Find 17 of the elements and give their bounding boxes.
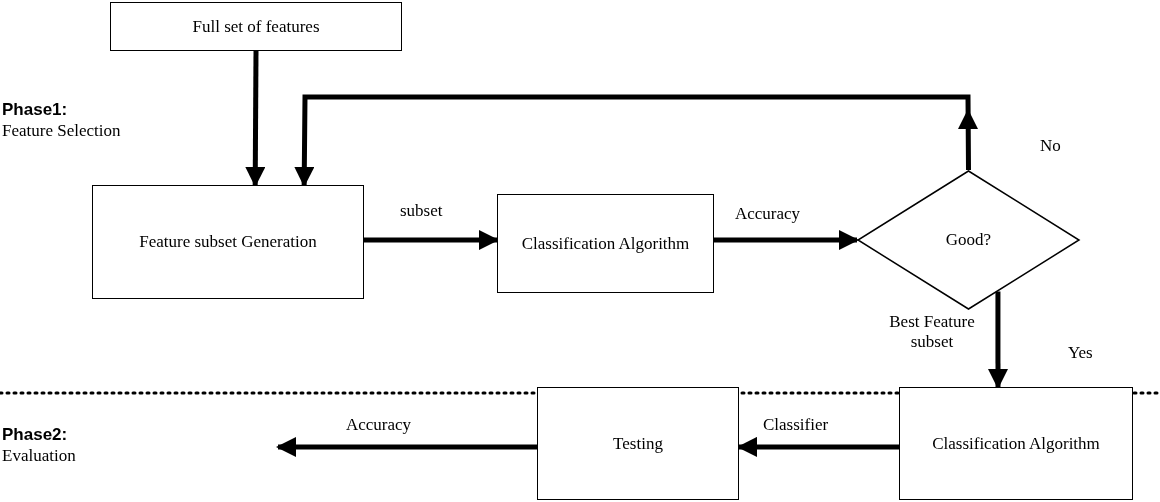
- note-text: Evaluation: [2, 446, 76, 466]
- process-box: Full set of features: [110, 2, 402, 51]
- edge-label: Yes: [1068, 343, 1093, 363]
- process-box: Feature subset Generation: [92, 185, 364, 299]
- node-text: Good?: [945, 230, 992, 250]
- edge-label: Accuracy: [735, 204, 801, 224]
- edge-label: No: [1040, 136, 1061, 156]
- process-box: Classification Algorithm: [899, 387, 1133, 500]
- phase-heading: Phase2:: [2, 425, 68, 445]
- edge-label: Classifier: [763, 415, 829, 435]
- phase-heading: Phase1:: [2, 100, 68, 120]
- edge-label: Accuracy: [346, 415, 412, 435]
- note-text: Best Feature subset: [888, 312, 976, 352]
- note-text: Feature Selection: [2, 121, 121, 141]
- process-box: Testing: [537, 387, 739, 500]
- process-box: Classification Algorithm: [497, 194, 714, 293]
- edge-label: subset: [400, 201, 443, 221]
